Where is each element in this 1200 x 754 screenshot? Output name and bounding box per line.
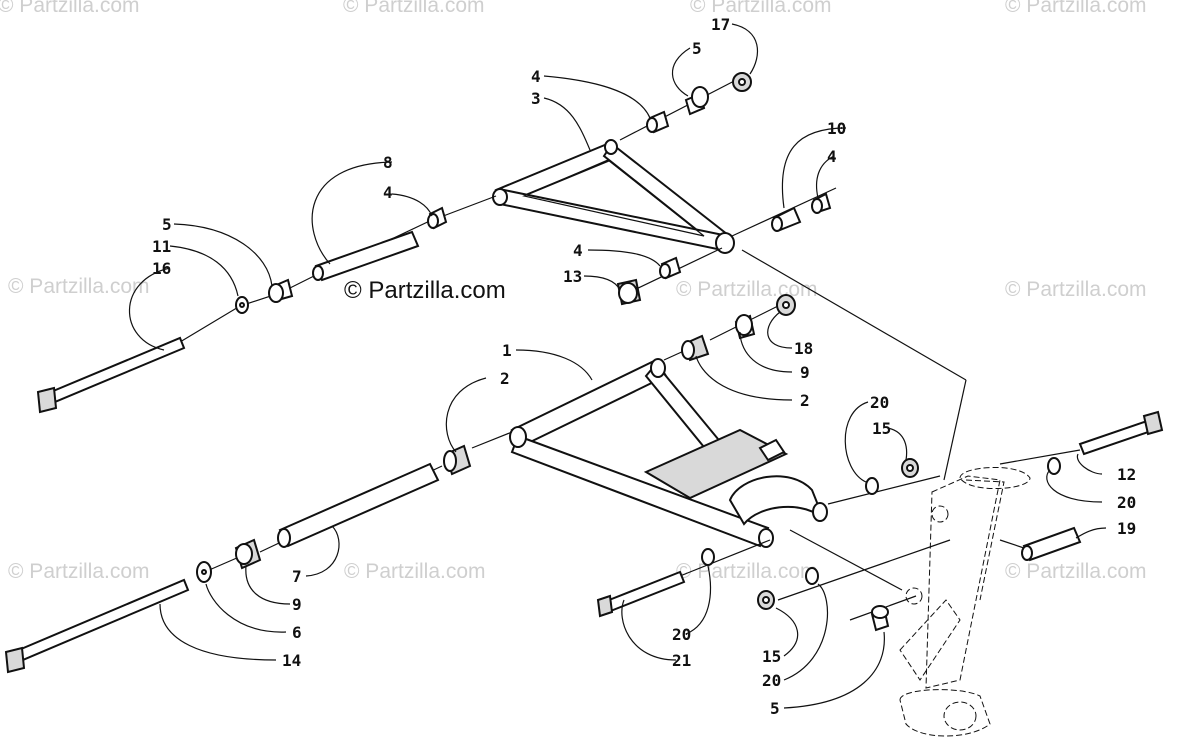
bolt-21 [596, 570, 686, 618]
bushing-5-lower [870, 605, 890, 632]
watermark: © Partzilla.com [0, 0, 140, 17]
callout-12: 12 [1117, 465, 1136, 484]
bushing-5-left [268, 278, 294, 303]
callout-9: 9 [292, 595, 302, 614]
washer-11 [235, 296, 249, 314]
bolt-14 [4, 578, 190, 674]
callout-20: 20 [870, 393, 889, 412]
callout-16: 16 [152, 259, 171, 278]
callout-5: 5 [692, 39, 702, 58]
callout-9: 9 [800, 363, 810, 382]
callout-5: 5 [162, 215, 172, 234]
callout-15: 15 [762, 647, 781, 666]
washer-6 [196, 561, 212, 583]
spindle [899, 467, 1031, 737]
watermark: © Partzilla.com [1005, 0, 1147, 17]
watermark: © Partzilla.com [8, 560, 150, 583]
upper-a-arm [492, 139, 735, 254]
callout-19: 19 [1117, 519, 1136, 538]
nut-18 [776, 294, 796, 316]
callout-20: 20 [1117, 493, 1136, 512]
spacer-10 [771, 206, 802, 232]
spacer-4-upper-mid [659, 256, 682, 280]
callout-14: 14 [282, 651, 301, 670]
callout-2: 2 [500, 369, 510, 388]
callout-4: 4 [383, 183, 393, 202]
washer-20-bolt12 [1047, 457, 1061, 475]
bolt-12 [1078, 410, 1164, 456]
callout-20: 20 [672, 625, 691, 644]
bolt-16 [36, 336, 186, 414]
nut-15-lower [757, 590, 775, 610]
watermark: © Partzilla.com [8, 275, 150, 298]
callout-15: 15 [872, 419, 891, 438]
watermark: © Partzilla.com [1005, 560, 1147, 583]
sleeve-7 [277, 462, 440, 548]
lower-a-arm [509, 358, 828, 548]
callout-8: 8 [383, 153, 393, 172]
washer-20-lower-right [805, 567, 819, 585]
watermark: © Partzilla.com [343, 0, 485, 17]
watermark: © Partzilla.com [676, 560, 818, 583]
callout-10: 10 [827, 119, 846, 138]
callout-21: 21 [672, 651, 691, 670]
bushing-13 [616, 278, 642, 306]
pin-19 [1021, 526, 1082, 562]
callout-leaders [129, 23, 1107, 709]
callout-4: 4 [573, 241, 583, 260]
bushing-9-right [734, 314, 756, 340]
callout-4: 4 [531, 67, 541, 86]
bushing-9-left [234, 538, 262, 570]
brand-watermark: © Partzilla.com [344, 277, 506, 304]
watermark: © Partzilla.com [1005, 278, 1147, 301]
callout-numbers: 17 5 4 3 10 4 8 4 5 11 16 4 13 18 9 2 1 … [152, 15, 1136, 718]
sleeve-8 [312, 230, 420, 282]
callout-3: 3 [531, 89, 541, 108]
callout-7: 7 [292, 567, 302, 586]
washer-20-lower-left [701, 548, 715, 566]
watermark: © Partzilla.com [344, 560, 486, 583]
spacer-4-upper-far [811, 192, 832, 214]
nut-15-upper [901, 458, 919, 478]
callout-18: 18 [794, 339, 813, 358]
callout-11: 11 [152, 237, 171, 256]
callout-1: 1 [502, 341, 512, 360]
washer-20-upper [865, 477, 879, 495]
bushing-5-upper [684, 86, 709, 116]
watermark: © Partzilla.com [690, 0, 832, 17]
callout-20: 20 [762, 671, 781, 690]
nut-17 [732, 72, 752, 92]
callout-17: 17 [711, 15, 730, 34]
callout-13: 13 [563, 267, 582, 286]
spacer-4-upper-right [646, 110, 670, 134]
callout-6: 6 [292, 623, 302, 642]
spacer-4-upper-left [427, 206, 448, 230]
callout-5: 5 [770, 699, 780, 718]
spacer-2-right [681, 334, 710, 362]
spacer-2-left [443, 444, 472, 476]
callout-4: 4 [827, 147, 837, 166]
callout-2: 2 [800, 391, 810, 410]
